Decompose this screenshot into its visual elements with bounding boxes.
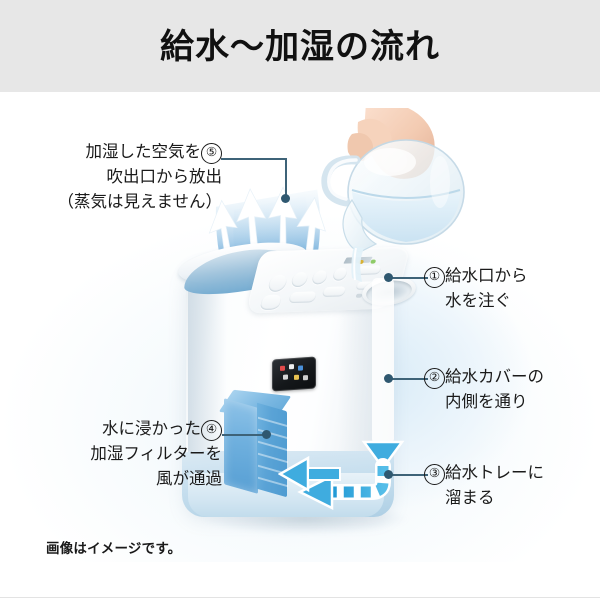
page-title: 給水〜加湿の流れ <box>160 28 440 66</box>
leader-line-5-v <box>285 158 287 198</box>
leader-dot-2 <box>384 374 393 383</box>
leader-dot-4 <box>262 430 271 439</box>
bottom-divider <box>0 597 600 598</box>
callout-4-number: ④ <box>201 420 222 441</box>
water-flow-arrows <box>297 278 405 511</box>
leader-line-4 <box>222 434 266 436</box>
callout-5-number: ⑤ <box>201 143 222 164</box>
callout-2-number: ② <box>424 368 445 389</box>
pouring-hand-and-pitcher <box>300 101 480 283</box>
callout-4-line-3: 風が通過 <box>156 470 222 488</box>
callout-5-line-2: 吹出口から放出 <box>106 168 223 186</box>
leader-line-2 <box>390 378 428 380</box>
callout-1-line-2: 水を注ぐ <box>445 292 511 310</box>
panel-button-5[interactable] <box>259 294 283 311</box>
callout-3-line-2: 溜まる <box>445 489 495 507</box>
badge-dot-red <box>280 365 285 371</box>
water-turn-left-arrow <box>297 458 391 511</box>
callout-1-number: ① <box>424 267 445 288</box>
footnote: 画像はイメージです。 <box>46 541 182 556</box>
title-band <box>0 0 600 92</box>
callout-3-number: ③ <box>424 464 445 485</box>
leader-line-5-h <box>221 158 287 160</box>
leader-dot-5 <box>281 194 290 203</box>
callout-4-line-2: 加湿フィルターを <box>90 445 222 463</box>
leader-dot-3 <box>384 470 393 479</box>
callout-5-line-3: （蒸気は見えません） <box>57 193 222 211</box>
filter-front-face <box>224 398 258 494</box>
callout-2-line-2: 内側を通り <box>445 393 528 411</box>
leader-dot-1 <box>384 273 393 282</box>
water-down-dashed-arrow <box>361 282 405 471</box>
leader-line-3 <box>390 474 428 476</box>
pitcher-icon <box>321 101 465 282</box>
leader-line-1 <box>390 277 428 279</box>
air-through-filter-arrow <box>278 455 341 493</box>
